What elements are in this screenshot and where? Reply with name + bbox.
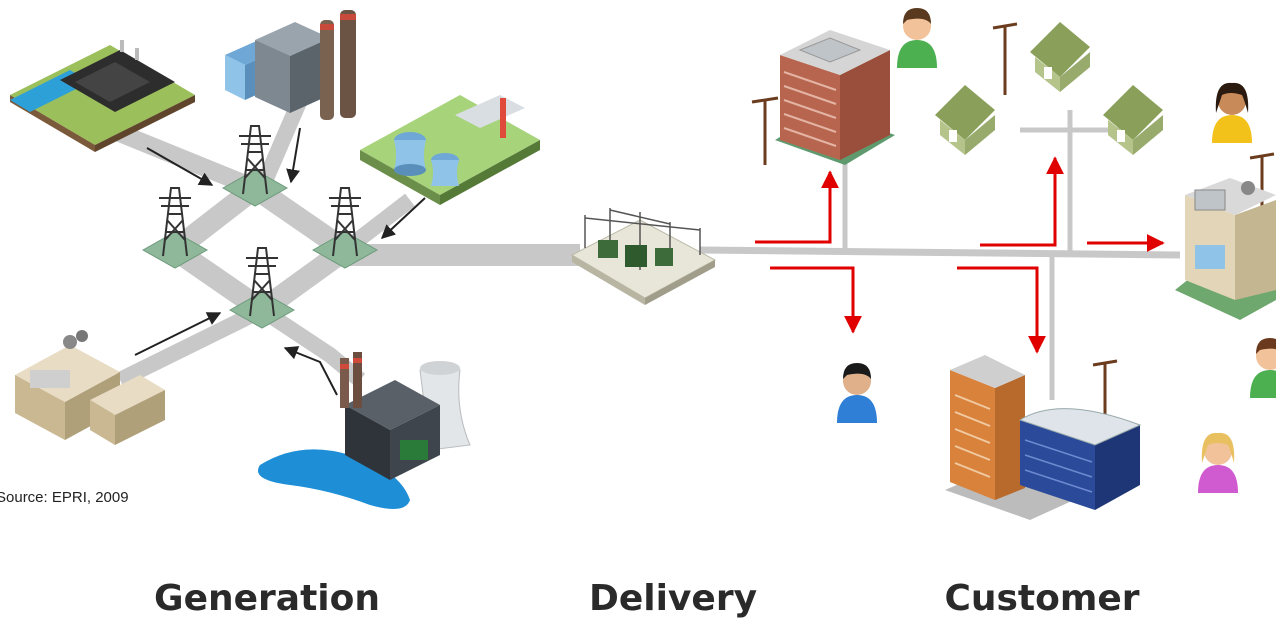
transmission-tower-icon bbox=[221, 125, 289, 207]
transmission-towers bbox=[141, 125, 379, 329]
transmission-tower-icon bbox=[311, 187, 379, 269]
utility-pole-icon bbox=[751, 96, 779, 165]
person-icon bbox=[837, 363, 877, 423]
delivery-label: Delivery bbox=[588, 578, 758, 619]
person-icon bbox=[897, 8, 937, 68]
customer-label: Customer bbox=[944, 578, 1140, 619]
generation-label: Generation bbox=[154, 578, 380, 619]
generation-flow-arrows bbox=[134, 127, 426, 396]
house-icon bbox=[1103, 85, 1163, 155]
apartment-building-icon bbox=[775, 30, 895, 165]
person-icon bbox=[1212, 82, 1252, 143]
house-icon bbox=[935, 85, 995, 155]
transmission-tower-icon bbox=[141, 187, 209, 269]
coal-plant-icon bbox=[225, 10, 356, 120]
transmission-tower-icon bbox=[228, 247, 296, 329]
distribution-lines bbox=[699, 110, 1181, 400]
industrial-customer-icon bbox=[1175, 178, 1276, 320]
house-icon bbox=[1030, 22, 1090, 92]
utility-pole-icon bbox=[992, 22, 1018, 95]
office-building-icon bbox=[945, 355, 1142, 520]
hydro-plant-icon bbox=[10, 40, 195, 152]
source-note: Source: EPRI, 2009 bbox=[0, 489, 129, 506]
nuclear-plant-icon bbox=[360, 95, 540, 205]
customer-flow-arrows bbox=[755, 156, 1165, 354]
person-icon bbox=[1250, 338, 1276, 398]
factory-generator-icon bbox=[15, 330, 165, 445]
substation-icon bbox=[570, 208, 717, 305]
person-icon bbox=[1198, 432, 1238, 493]
thermal-plant-icon bbox=[258, 352, 471, 509]
